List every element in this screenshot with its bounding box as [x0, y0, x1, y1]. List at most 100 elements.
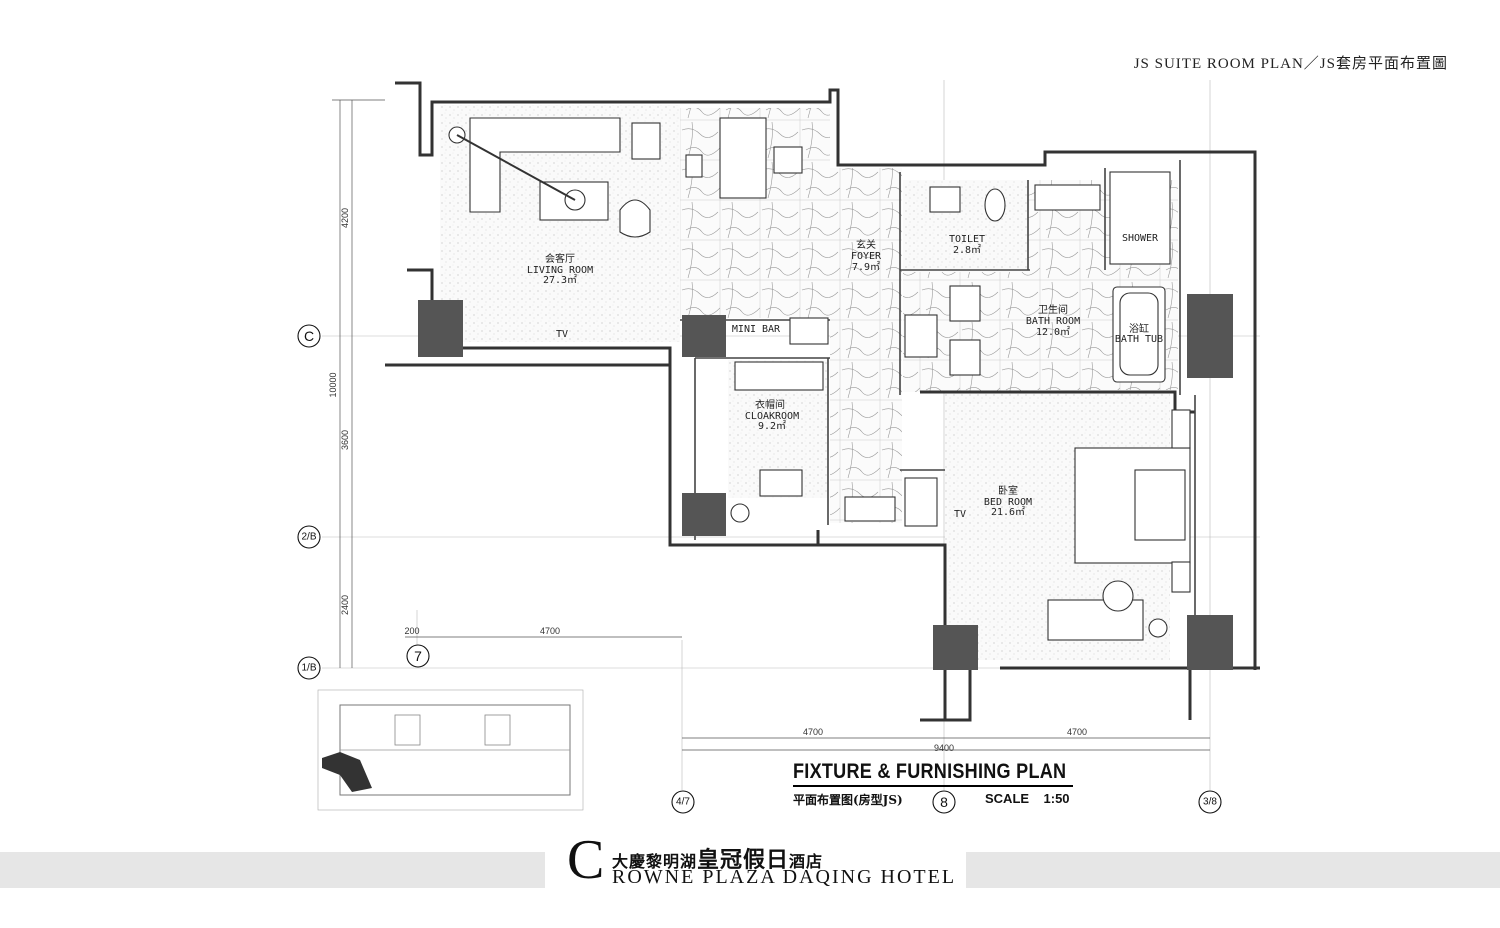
grid-2b: 2/B [301, 532, 316, 543]
logo-cn-big: 皇冠假日 [697, 848, 790, 873]
column [1187, 294, 1233, 378]
stool [685, 154, 703, 178]
dim-bottom-4700-b: 4700 [1067, 727, 1087, 737]
dim-3600: 3600 [340, 430, 350, 450]
furniture [448, 117, 1191, 641]
key-plan [317, 689, 584, 811]
bath-en: BATH ROOM [1026, 316, 1080, 327]
bath-cn: 卫生间 [1038, 303, 1068, 316]
living-en: LIVING ROOM [527, 265, 593, 276]
basin-1 [949, 285, 981, 322]
pillows [1134, 469, 1186, 541]
plan-title: FIXTURE & FURNISHING PLAN [793, 760, 1067, 783]
tub-en: BATH TUB [1115, 334, 1163, 345]
title-underline [793, 785, 1073, 787]
tv-label-bed: TV [954, 509, 966, 520]
foyer-basin [844, 496, 896, 522]
grid-marker-c [297, 324, 321, 348]
grid-markers [297, 324, 1222, 814]
cloak-bench [734, 361, 824, 391]
sofa [469, 117, 621, 213]
scale-value: 1:50 [1043, 791, 1070, 806]
shower-en: SHOWER [1122, 233, 1159, 244]
column [933, 625, 978, 670]
side-table [631, 122, 661, 160]
bed-en: BED ROOM [984, 497, 1032, 508]
foyer-cn: 玄关 [856, 238, 876, 251]
column [418, 300, 463, 357]
logo-chinese: 大慶黎明湖皇冠假日酒店 [612, 842, 823, 874]
grid-marker-1b [297, 656, 321, 680]
bath-cabinet [904, 314, 938, 358]
scale-text: SCALE 1:50 [985, 791, 1070, 806]
living-cn: 会客厅 [545, 252, 575, 265]
tub-cn: 浴缸 [1129, 322, 1149, 335]
nightstand-top [1171, 409, 1191, 449]
columns [418, 294, 1233, 670]
logo-cn-suffix: 酒店 [789, 852, 824, 871]
minibar-label: MINI BAR [732, 324, 781, 335]
dim-200: 200 [404, 626, 419, 636]
grid-1b: 1/B [301, 663, 316, 674]
footer-band-left [0, 852, 545, 888]
cloak-cn: 衣帽间 [755, 398, 785, 411]
nightstand-bottom [1171, 561, 1191, 593]
bath-vanity [1034, 184, 1101, 211]
desk [719, 117, 767, 199]
column [682, 315, 726, 357]
round-table [1102, 580, 1134, 612]
foyer-en: FOYER [851, 251, 882, 262]
grid-3-8: 3/8 [1203, 797, 1217, 808]
grid-marker-labels: C 2/B 1/B 7 4/7 8 3/8 [301, 328, 1217, 810]
grid-8: 8 [940, 794, 948, 810]
tv-cabinet [904, 477, 938, 527]
foyer-floor [830, 168, 902, 523]
bed-area: 21.6㎡ [991, 506, 1025, 518]
column [1187, 615, 1233, 670]
grid-c: C [304, 328, 314, 344]
toilet-en: TOILET [949, 234, 985, 245]
logo-initial: C [567, 829, 605, 891]
grid-marker-7 [406, 644, 430, 668]
lamp [1148, 618, 1168, 638]
suite-highlight [322, 752, 372, 792]
cloak-basin [730, 503, 750, 523]
room-labels: 会客厅 LIVING ROOM 27.3㎡ 玄关 FOYER 7.9㎡ TOIL… [527, 233, 1163, 520]
logo-cn-small: 大慶黎明湖 [612, 852, 698, 871]
tv-label-living: TV [556, 329, 568, 340]
dimension-labels: 4200 10000 3600 2400 4700 200 4700 4700 … [328, 208, 1087, 753]
shower [1109, 171, 1171, 265]
dimension-lines [332, 99, 1210, 751]
toilet-floor [903, 180, 1028, 272]
scale-label: SCALE [985, 791, 1030, 806]
toilet-basin [929, 186, 961, 213]
footer-band-right [966, 852, 1500, 888]
toilet-area: 2.8㎡ [953, 244, 981, 256]
column [682, 493, 726, 536]
dim-10000: 10000 [328, 372, 338, 397]
sheet-title: JS SUITE ROOM PLAN／JS套房平面布置圖 [1133, 56, 1448, 72]
cloak-en: CLOAKROOM [745, 411, 799, 422]
armchair [619, 199, 651, 238]
bed-cn: 卧室 [998, 484, 1018, 497]
grid-marker-3-8 [1198, 790, 1222, 814]
grid-4-7: 4/7 [676, 797, 690, 808]
logo-english: ROWNE PLAZA DAQING HOTEL [612, 866, 957, 888]
dim-bottom-4700-a: 4700 [803, 727, 823, 737]
plan-subtitle: 平面布置图(房型JS) [793, 793, 903, 807]
foyer-area: 7.9㎡ [852, 261, 880, 273]
grid-marker-4-7 [671, 790, 695, 814]
dim-2400: 2400 [340, 595, 350, 615]
toilet-bowl [984, 188, 1006, 222]
walls [385, 81, 1260, 722]
dim-4200: 4200 [340, 208, 350, 228]
grid-7: 7 [414, 648, 422, 664]
grid-marker-2b [297, 525, 321, 549]
desk-chair [773, 146, 803, 174]
dim-left-4700: 4700 [540, 626, 560, 636]
cloak-ottoman [759, 469, 803, 497]
grid-marker-8 [932, 790, 956, 814]
dim-9400: 9400 [934, 743, 954, 753]
living-area: 27.3㎡ [543, 274, 577, 286]
